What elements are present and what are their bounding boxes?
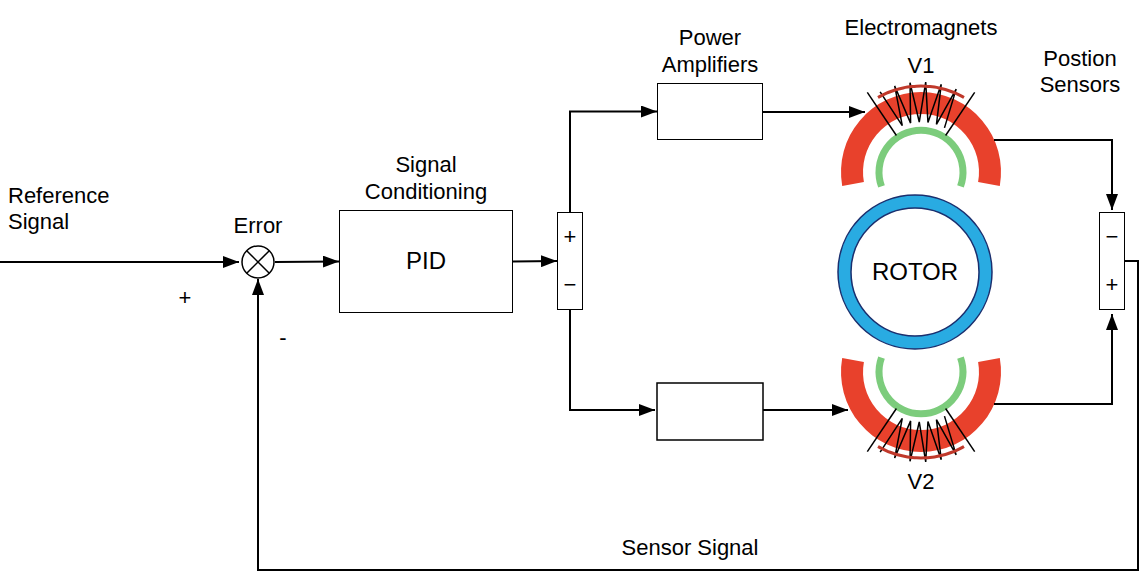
node-text: − — [1106, 224, 1119, 250]
sensor-wire — [994, 314, 1112, 404]
splitter-box: +− — [557, 212, 583, 310]
node-text: − — [564, 272, 577, 298]
amplifier-box — [657, 383, 763, 440]
node-heading: Error — [234, 213, 283, 239]
node-text: + — [564, 224, 577, 250]
node-heading: Signal Conditioning — [346, 152, 506, 205]
process-box: Signal ConditioningPID — [339, 210, 513, 313]
coil-label: V2 — [908, 469, 935, 495]
junction-symbol — [241, 245, 275, 279]
signal-wire — [275, 261, 339, 264]
branch-wire — [570, 310, 655, 410]
sensor-ring — [879, 358, 963, 414]
sensor-ring — [879, 130, 963, 186]
signal-label: Sensor Signal — [622, 535, 759, 561]
sign-label: + — [179, 285, 192, 311]
signal-wire — [513, 260, 557, 263]
drive-wire — [763, 111, 865, 113]
node-text: + — [1106, 272, 1119, 298]
coil-lead — [867, 92, 896, 135]
rotor-circle: ROTOR — [837, 194, 993, 350]
sign-label: - — [279, 325, 286, 351]
electromagnet-core — [841, 358, 1001, 452]
junction-box: −+ — [1099, 212, 1125, 310]
part-label: Postion Sensors — [1025, 46, 1135, 99]
coil-turns — [878, 86, 964, 97]
amplifier-box: Power Amplifiers — [657, 83, 763, 140]
electromagnet-core — [841, 92, 1001, 186]
summing-junction: Error — [241, 245, 275, 279]
reference-wire — [0, 261, 239, 263]
node-text: ROTOR — [872, 258, 958, 287]
part-label: Electromagnets — [845, 15, 998, 41]
coil-turns — [878, 446, 964, 457]
coil-lead — [946, 408, 975, 451]
coil-lead — [946, 92, 975, 135]
node-heading: Power Amplifiers — [650, 25, 770, 78]
signal-label: Reference Signal — [8, 183, 138, 236]
drive-wire — [763, 409, 848, 411]
node-text: PID — [406, 247, 446, 276]
sensor-wire — [994, 140, 1112, 210]
signal-wire — [570, 112, 657, 213]
coil-label: V1 — [908, 53, 935, 79]
coil-lead — [867, 408, 896, 451]
